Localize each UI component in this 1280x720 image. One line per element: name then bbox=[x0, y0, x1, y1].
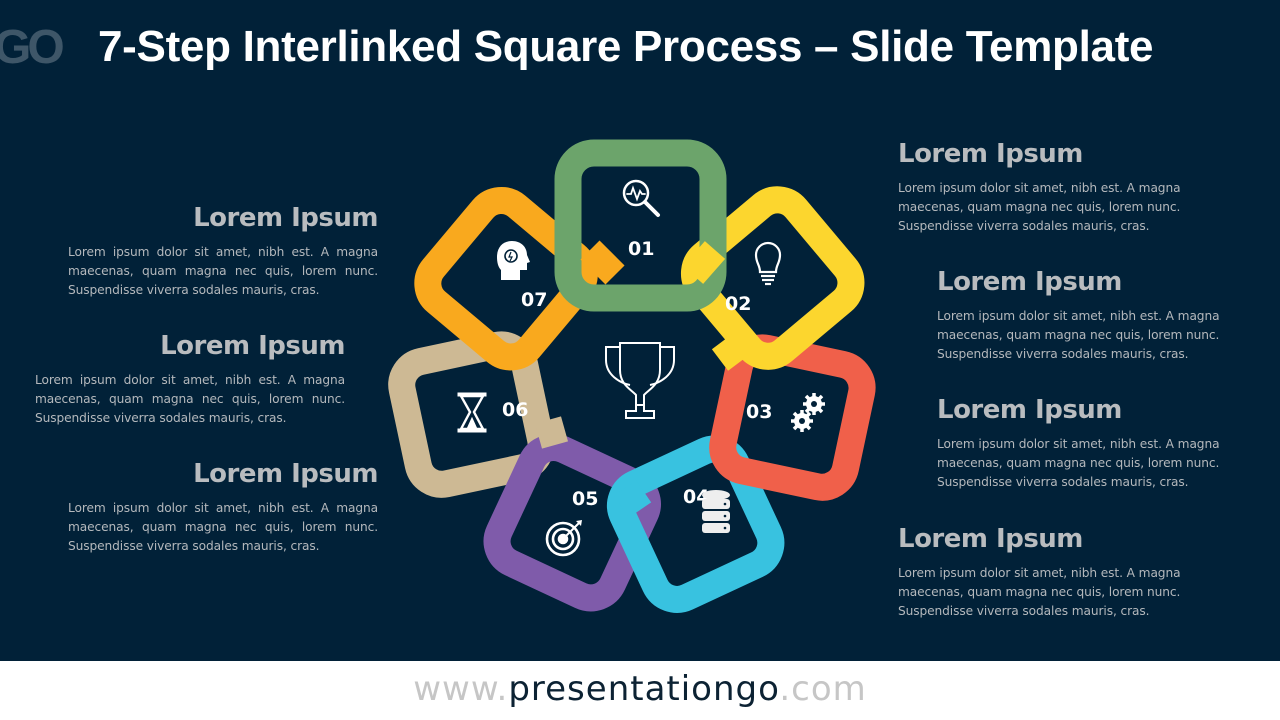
hourglass-icon bbox=[457, 392, 487, 433]
step-number-03: 03 bbox=[746, 401, 772, 423]
logo-fragment: GO bbox=[0, 21, 65, 74]
square-step-02 bbox=[680, 186, 865, 370]
url-suffix: .com bbox=[779, 669, 867, 709]
block-heading: Lorem Ipsum bbox=[193, 459, 378, 489]
database-icon bbox=[702, 490, 730, 533]
block-body: Lorem ipsum dolor sit amet, nibh est. A … bbox=[937, 309, 1220, 361]
block-body: Lorem ipsum dolor sit amet, nibh est. A … bbox=[898, 566, 1181, 618]
block-body: Lorem ipsum dolor sit amet, nibh est. A … bbox=[68, 245, 378, 297]
trophy-icon bbox=[605, 342, 675, 419]
step-number-01: 01 bbox=[628, 238, 654, 260]
block-heading: Lorem Ipsum bbox=[937, 267, 1122, 297]
block-heading: Lorem Ipsum bbox=[898, 524, 1083, 554]
step-number-06: 06 bbox=[502, 399, 528, 421]
text-block-left-2: Lorem Ipsum Lorem ipsum dolor sit amet, … bbox=[35, 331, 346, 428]
text-block-left-1: Lorem Ipsum Lorem ipsum dolor sit amet, … bbox=[68, 203, 379, 300]
block-body: Lorem ipsum dolor sit amet, nibh est. A … bbox=[68, 501, 378, 553]
square-step-06 bbox=[388, 331, 555, 498]
text-block-right-1: Lorem Ipsum Lorem ipsum dolor sit amet, … bbox=[898, 139, 1208, 236]
square-step-04 bbox=[607, 435, 785, 613]
block-heading: Lorem Ipsum bbox=[160, 331, 345, 361]
step-number-05: 05 bbox=[572, 488, 598, 510]
square-step-07 bbox=[414, 186, 598, 371]
target-icon bbox=[545, 520, 582, 557]
lightbulb-icon bbox=[754, 241, 782, 286]
url-prefix: www. bbox=[413, 669, 509, 709]
step-number-02: 02 bbox=[725, 293, 751, 315]
step-number-07: 07 bbox=[521, 289, 547, 311]
block-body: Lorem ipsum dolor sit amet, nibh est. A … bbox=[937, 437, 1220, 489]
url-brand: presentationgo bbox=[508, 669, 780, 709]
block-heading: Lorem Ipsum bbox=[898, 139, 1083, 169]
square-step-01 bbox=[554, 139, 727, 312]
text-block-right-3: Lorem Ipsum Lorem ipsum dolor sit amet, … bbox=[937, 395, 1247, 492]
block-heading: Lorem Ipsum bbox=[937, 395, 1122, 425]
block-heading: Lorem Ipsum bbox=[193, 203, 378, 233]
text-block-right-2: Lorem Ipsum Lorem ipsum dolor sit amet, … bbox=[937, 267, 1247, 364]
head-idea-icon bbox=[497, 241, 530, 280]
block-body: Lorem ipsum dolor sit amet, nibh est. A … bbox=[35, 373, 345, 425]
text-block-right-4: Lorem Ipsum Lorem ipsum dolor sit amet, … bbox=[898, 524, 1208, 621]
slide-title: 7-Step Interlinked Square Process – Slid… bbox=[98, 22, 1154, 71]
search-pulse-icon bbox=[622, 179, 660, 217]
block-body: Lorem ipsum dolor sit amet, nibh est. A … bbox=[898, 181, 1181, 233]
footer-bar: www.presentationgo.com bbox=[0, 661, 1280, 720]
footer-url[interactable]: www.presentationgo.com bbox=[0, 669, 1280, 709]
gears-icon bbox=[791, 393, 825, 432]
square-step-03 bbox=[709, 334, 876, 501]
text-block-left-3: Lorem Ipsum Lorem ipsum dolor sit amet, … bbox=[68, 459, 379, 556]
